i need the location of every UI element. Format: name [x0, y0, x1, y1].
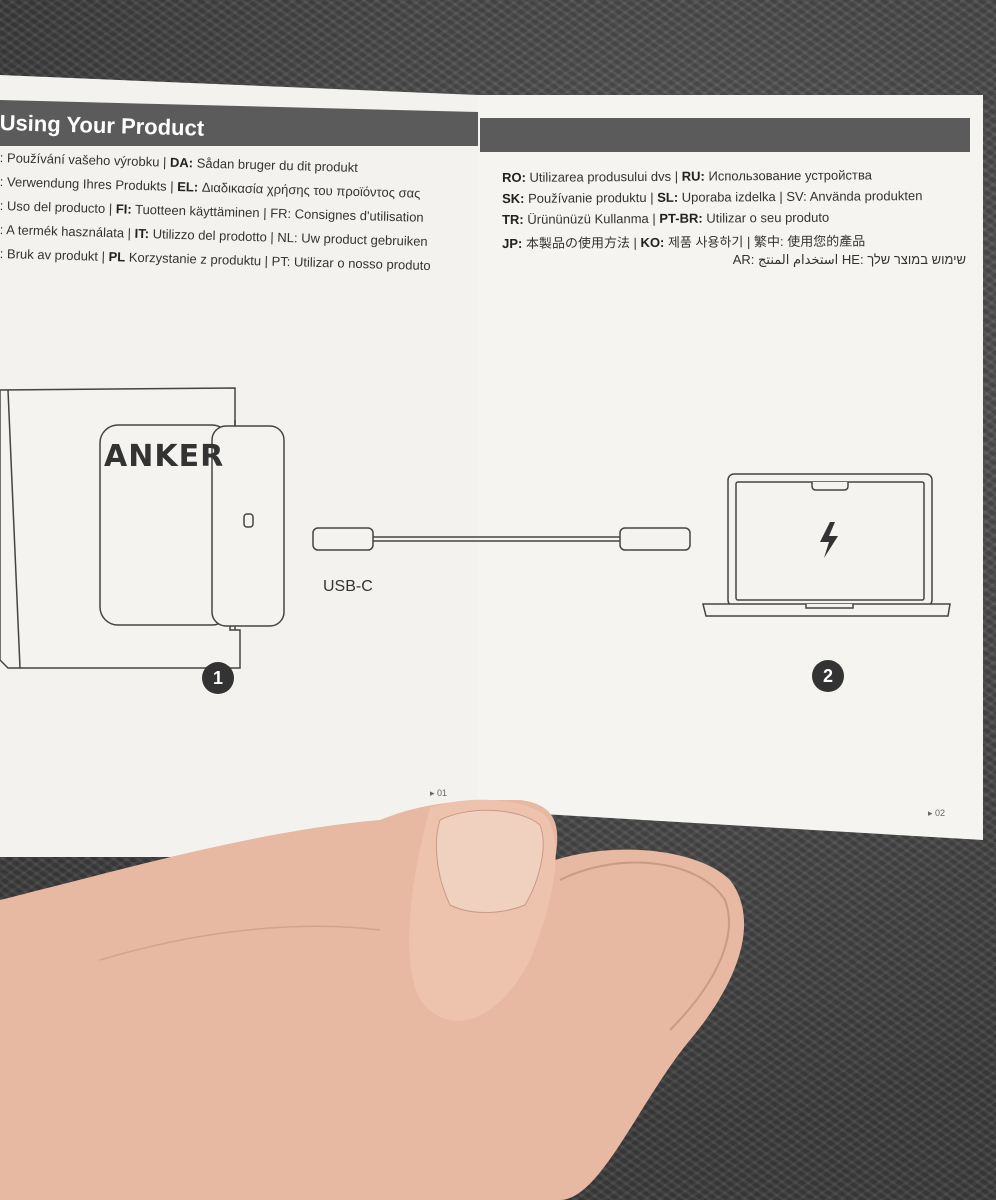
hand: [0, 799, 745, 1200]
right-header-bar: [480, 118, 970, 152]
usb-c-cable-drawing: [312, 527, 691, 551]
laptop-drawing: [702, 473, 951, 617]
page-number-left: ▸ 01: [430, 788, 448, 798]
step-badge-2: 2: [812, 660, 844, 692]
anker-logo: ANKER: [104, 439, 225, 474]
page-number-right: ▸ 02: [928, 808, 946, 818]
usb-c-label: USB-C: [323, 578, 373, 595]
arabic-hebrew-line: AR: استخدام المنتج HE: שימוש במוצר שלך: [732, 252, 966, 267]
step-badge-1: 1: [202, 662, 234, 694]
right-page: [478, 95, 983, 840]
charger-drawing: [99, 424, 285, 627]
